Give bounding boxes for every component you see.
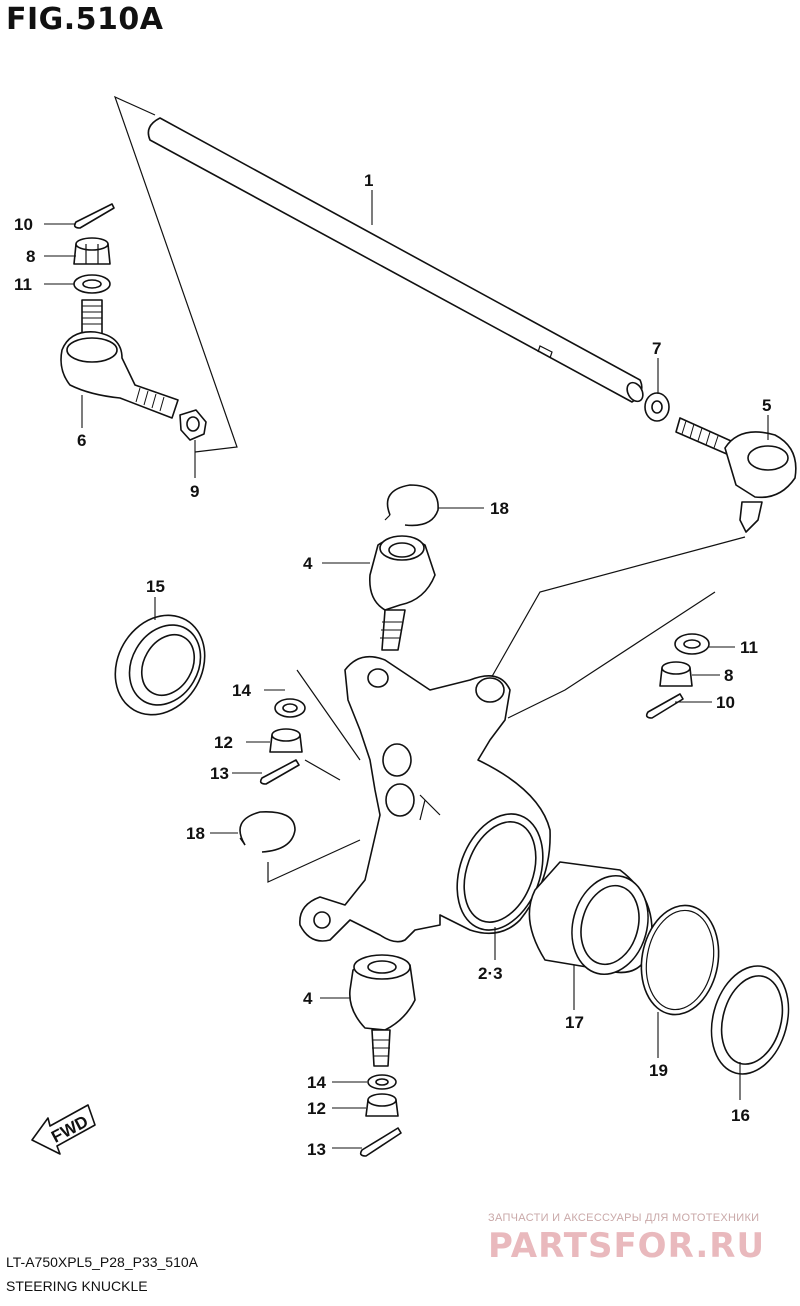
figure-title: FIG.510A bbox=[6, 2, 164, 37]
lock-nut-9[interactable] bbox=[179, 409, 207, 441]
washer-11-right[interactable] bbox=[674, 633, 710, 655]
callout-labels: 1 10 8 11 6 9 7 5 18 4 15 14 12 13 18 11… bbox=[14, 171, 771, 1159]
callout-7: 7 bbox=[652, 339, 661, 358]
callout-2-3: 2·3 bbox=[478, 964, 503, 983]
cotter-pin-13-upper[interactable] bbox=[259, 759, 300, 785]
wheel-bearing-17[interactable] bbox=[528, 861, 658, 983]
forward-direction-arrow: FWD bbox=[31, 1104, 96, 1155]
callout-8-right: 8 bbox=[724, 666, 733, 685]
circlip-lower[interactable] bbox=[239, 811, 296, 853]
castle-nut-12-lower[interactable] bbox=[365, 1093, 399, 1117]
cotter-pin-13-lower[interactable] bbox=[359, 1127, 402, 1157]
cotter-pin-upper-left[interactable] bbox=[73, 203, 115, 229]
tie-rod-tube[interactable] bbox=[147, 117, 646, 404]
steering-knuckle[interactable] bbox=[299, 655, 558, 943]
leader-lines bbox=[44, 190, 769, 1149]
cotter-pin-10-right[interactable] bbox=[645, 693, 684, 719]
lock-nut-7[interactable] bbox=[644, 392, 670, 422]
circlip-upper[interactable] bbox=[384, 484, 439, 527]
tie-rod-end-left[interactable] bbox=[60, 299, 179, 419]
callout-10-right: 10 bbox=[716, 693, 735, 712]
callout-16: 16 bbox=[731, 1106, 750, 1125]
snap-ring-19[interactable] bbox=[633, 899, 727, 1021]
callout-1: 1 bbox=[364, 171, 373, 190]
callout-17: 17 bbox=[565, 1013, 584, 1032]
callout-14-lower: 14 bbox=[307, 1073, 326, 1092]
callout-11-upper: 11 bbox=[14, 275, 32, 294]
callout-11-right: 11 bbox=[740, 638, 758, 657]
washer-14-lower[interactable] bbox=[367, 1074, 397, 1090]
callout-12-lower: 12 bbox=[307, 1099, 326, 1118]
callout-12-upper: 12 bbox=[214, 733, 233, 752]
callout-10-upper: 10 bbox=[14, 215, 33, 234]
castle-nut-8-right[interactable] bbox=[659, 661, 693, 687]
callout-14-upper: 14 bbox=[232, 681, 251, 700]
callout-18-lower: 18 bbox=[186, 824, 205, 843]
callout-13-lower: 13 bbox=[307, 1140, 326, 1159]
oil-seal-16[interactable] bbox=[700, 957, 800, 1082]
ball-joint-lower[interactable] bbox=[348, 954, 416, 1067]
figure-caption: STEERING KNUCKLE bbox=[6, 1278, 148, 1294]
castle-nut-12-upper[interactable] bbox=[269, 728, 303, 753]
callout-13-upper: 13 bbox=[210, 764, 229, 783]
callout-8-upper: 8 bbox=[26, 247, 35, 266]
tie-rod-end-right[interactable] bbox=[675, 417, 797, 533]
callout-5: 5 bbox=[762, 396, 771, 415]
figure-code: LT-A750XPL5_P28_P33_510A bbox=[6, 1254, 199, 1270]
reference-lines bbox=[113, 95, 746, 883]
washer-upper-left[interactable] bbox=[73, 274, 111, 294]
callout-4-upper: 4 bbox=[303, 554, 313, 573]
callout-9: 9 bbox=[190, 482, 199, 501]
callout-6: 6 bbox=[77, 431, 86, 450]
watermark-logo: PARTSFOR.RU bbox=[488, 1226, 766, 1266]
callout-15: 15 bbox=[146, 577, 165, 596]
watermark-text: ЗАПЧАСТИ И АКСЕССУАРЫ ДЛЯ МОТОТЕХНИКИ bbox=[488, 1212, 760, 1224]
castle-nut-upper-left[interactable] bbox=[73, 237, 111, 265]
callout-4-lower: 4 bbox=[303, 989, 313, 1008]
oil-seal-15[interactable] bbox=[98, 599, 223, 731]
callout-18-upper: 18 bbox=[490, 499, 509, 518]
washer-14-upper[interactable] bbox=[274, 698, 306, 718]
ball-joint-upper[interactable] bbox=[368, 535, 436, 651]
callout-19: 19 bbox=[649, 1061, 668, 1080]
